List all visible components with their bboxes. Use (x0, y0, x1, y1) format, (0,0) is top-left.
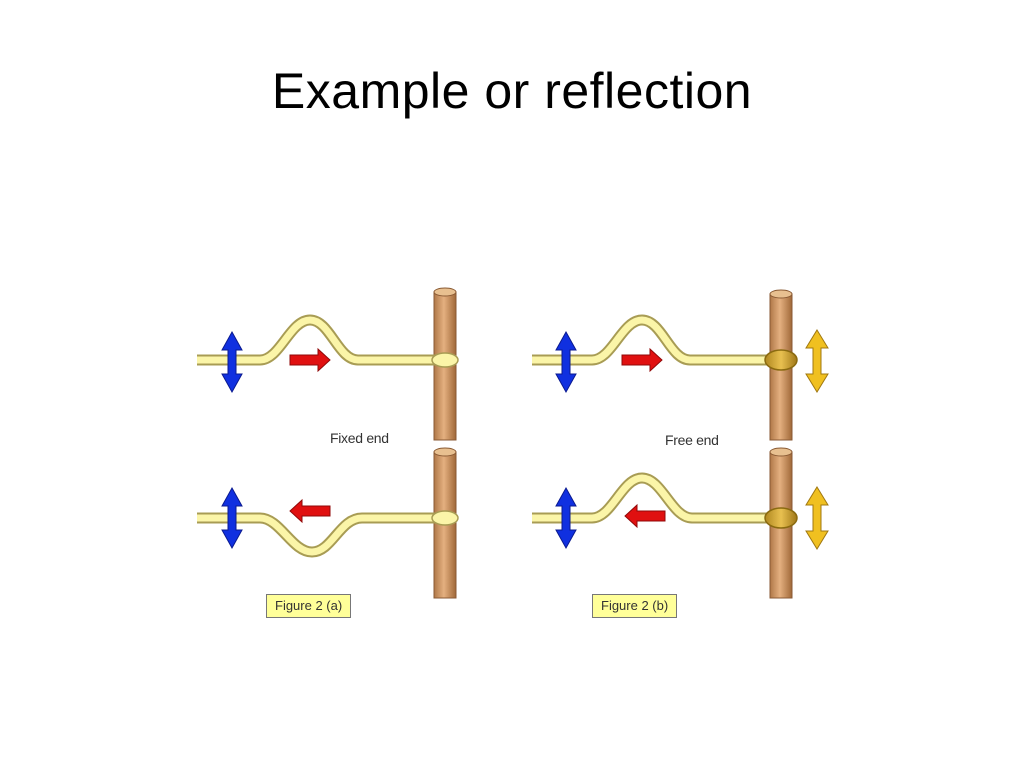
free-ring-top-b (764, 349, 798, 371)
travel-arrow-right-a (289, 347, 331, 373)
free-ring-bottom-b (764, 507, 798, 529)
vertical-motion-arrow-top-a (221, 330, 243, 394)
vertical-motion-arrow-bottom-a (221, 486, 243, 550)
wave-reflection-diagram (197, 287, 829, 599)
end-motion-arrow-top-b (805, 329, 829, 393)
fixed-end-label: Fixed end (330, 430, 389, 446)
fixed-ring-bottom-a (431, 510, 459, 526)
figure-caption-b: Figure 2 (b) (592, 594, 678, 618)
travel-arrow-left-a (289, 498, 331, 524)
vertical-motion-arrow-top-b (555, 330, 577, 394)
travel-arrow-left-b (624, 503, 666, 529)
wave-reflection-figure: Fixed end Free end Figure 2 (a) Figure 2… (180, 280, 850, 625)
end-motion-arrow-bottom-b (805, 486, 829, 550)
fixed-ring-top-a (431, 352, 459, 368)
travel-arrow-right-b (621, 347, 663, 373)
figure-caption-a: Figure 2 (a) (266, 594, 352, 618)
free-end-label: Free end (665, 432, 719, 448)
vertical-motion-arrow-bottom-b (555, 486, 577, 550)
slide-title: Example or reflection (271, 63, 753, 119)
